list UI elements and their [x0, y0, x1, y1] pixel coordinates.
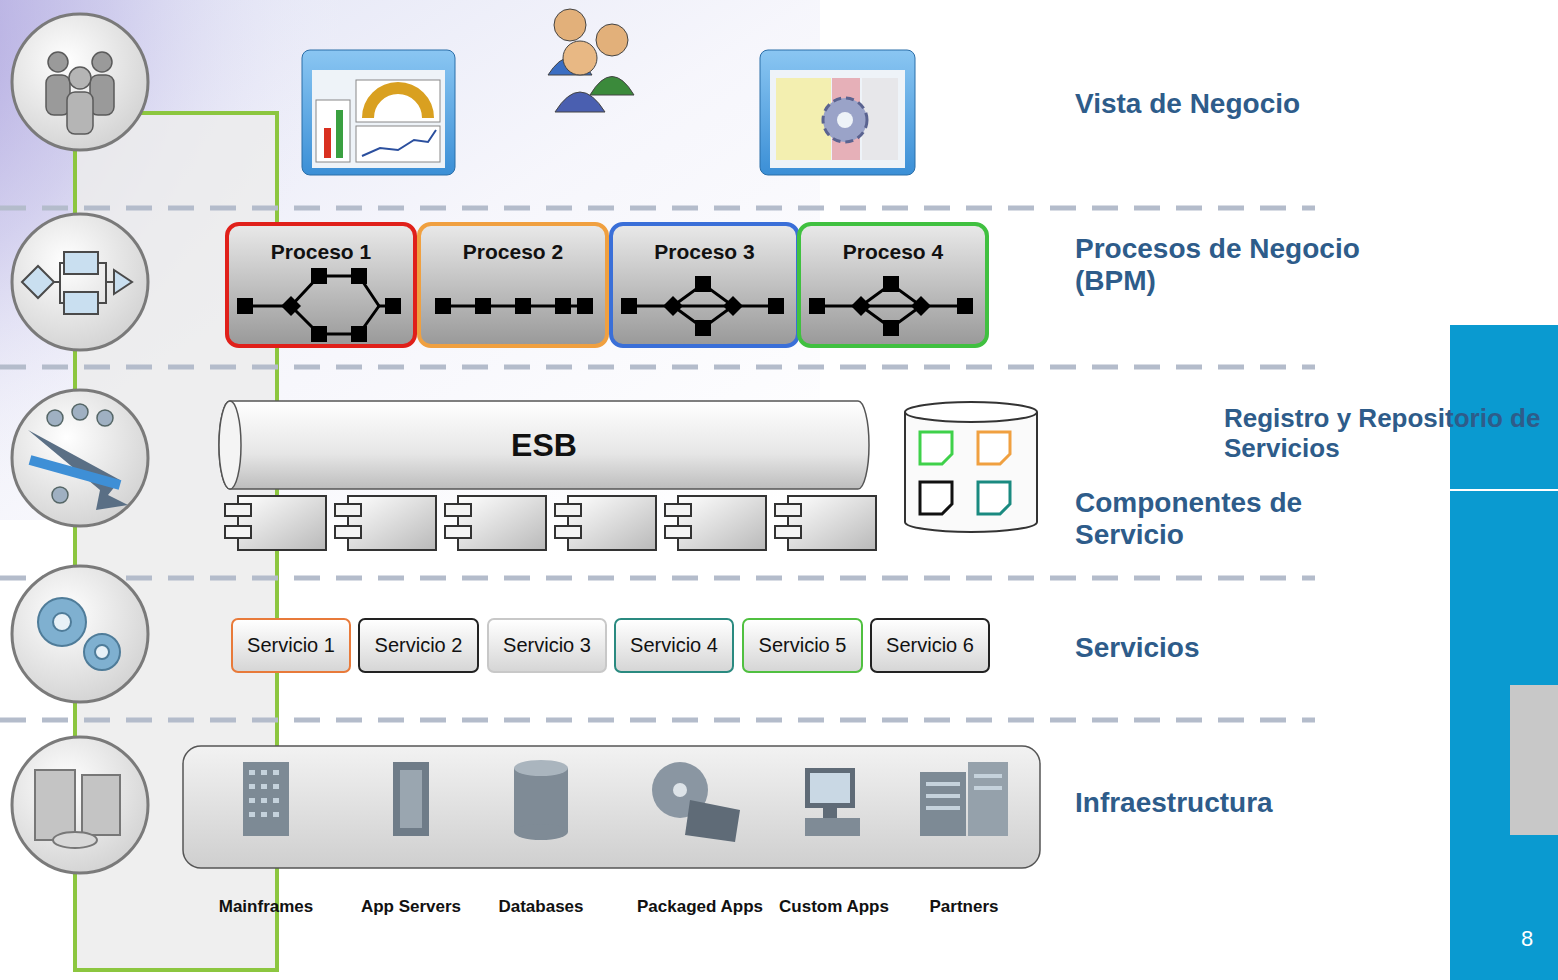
system-label: Custom Apps [779, 897, 889, 917]
service-name: Servicio 3 [503, 634, 591, 657]
service-name: Servicio 2 [375, 634, 463, 657]
process-box: Proceso 1 [225, 222, 417, 348]
service-box: Servicio 6 [870, 618, 990, 673]
process-title: Proceso 1 [229, 240, 413, 264]
layer-label: Infraestructura [1075, 787, 1375, 819]
page-number: 8 [1521, 926, 1533, 951]
layer-label: Componentes de Servicio [1075, 487, 1375, 551]
process-box: Proceso 4 [797, 222, 989, 348]
service-name: Servicio 4 [630, 634, 718, 657]
system-label: Mainframes [219, 897, 313, 917]
service-name: Servicio 6 [886, 634, 974, 657]
layer-label: Registro y Repositorio de Servicios [1224, 404, 1556, 464]
layer-label: Procesos de Negocio (BPM) [1075, 233, 1375, 297]
process-box: Proceso 2 [417, 222, 609, 348]
system-label: Partners [930, 897, 999, 917]
process-title: Proceso 2 [421, 240, 605, 264]
system-label: Packaged Apps [637, 897, 763, 917]
service-box: Servicio 2 [358, 618, 479, 673]
process-title: Proceso 3 [613, 240, 796, 264]
service-box: Servicio 3 [487, 618, 607, 673]
service-name: Servicio 5 [759, 634, 847, 657]
esb-title: ESB [511, 427, 577, 464]
system-label: Databases [498, 897, 583, 917]
system-label: App Servers [361, 897, 461, 917]
service-name: Servicio 1 [247, 634, 335, 657]
esb-bus: ESB [218, 400, 870, 490]
layer-label: Servicios [1075, 632, 1375, 664]
process-title: Proceso 4 [801, 240, 985, 264]
layer-label: Vista de Negocio [1075, 88, 1375, 120]
process-box: Proceso 3 [609, 222, 800, 348]
service-box: Servicio 4 [614, 618, 734, 673]
service-box: Servicio 1 [231, 618, 351, 673]
service-box: Servicio 5 [742, 618, 863, 673]
